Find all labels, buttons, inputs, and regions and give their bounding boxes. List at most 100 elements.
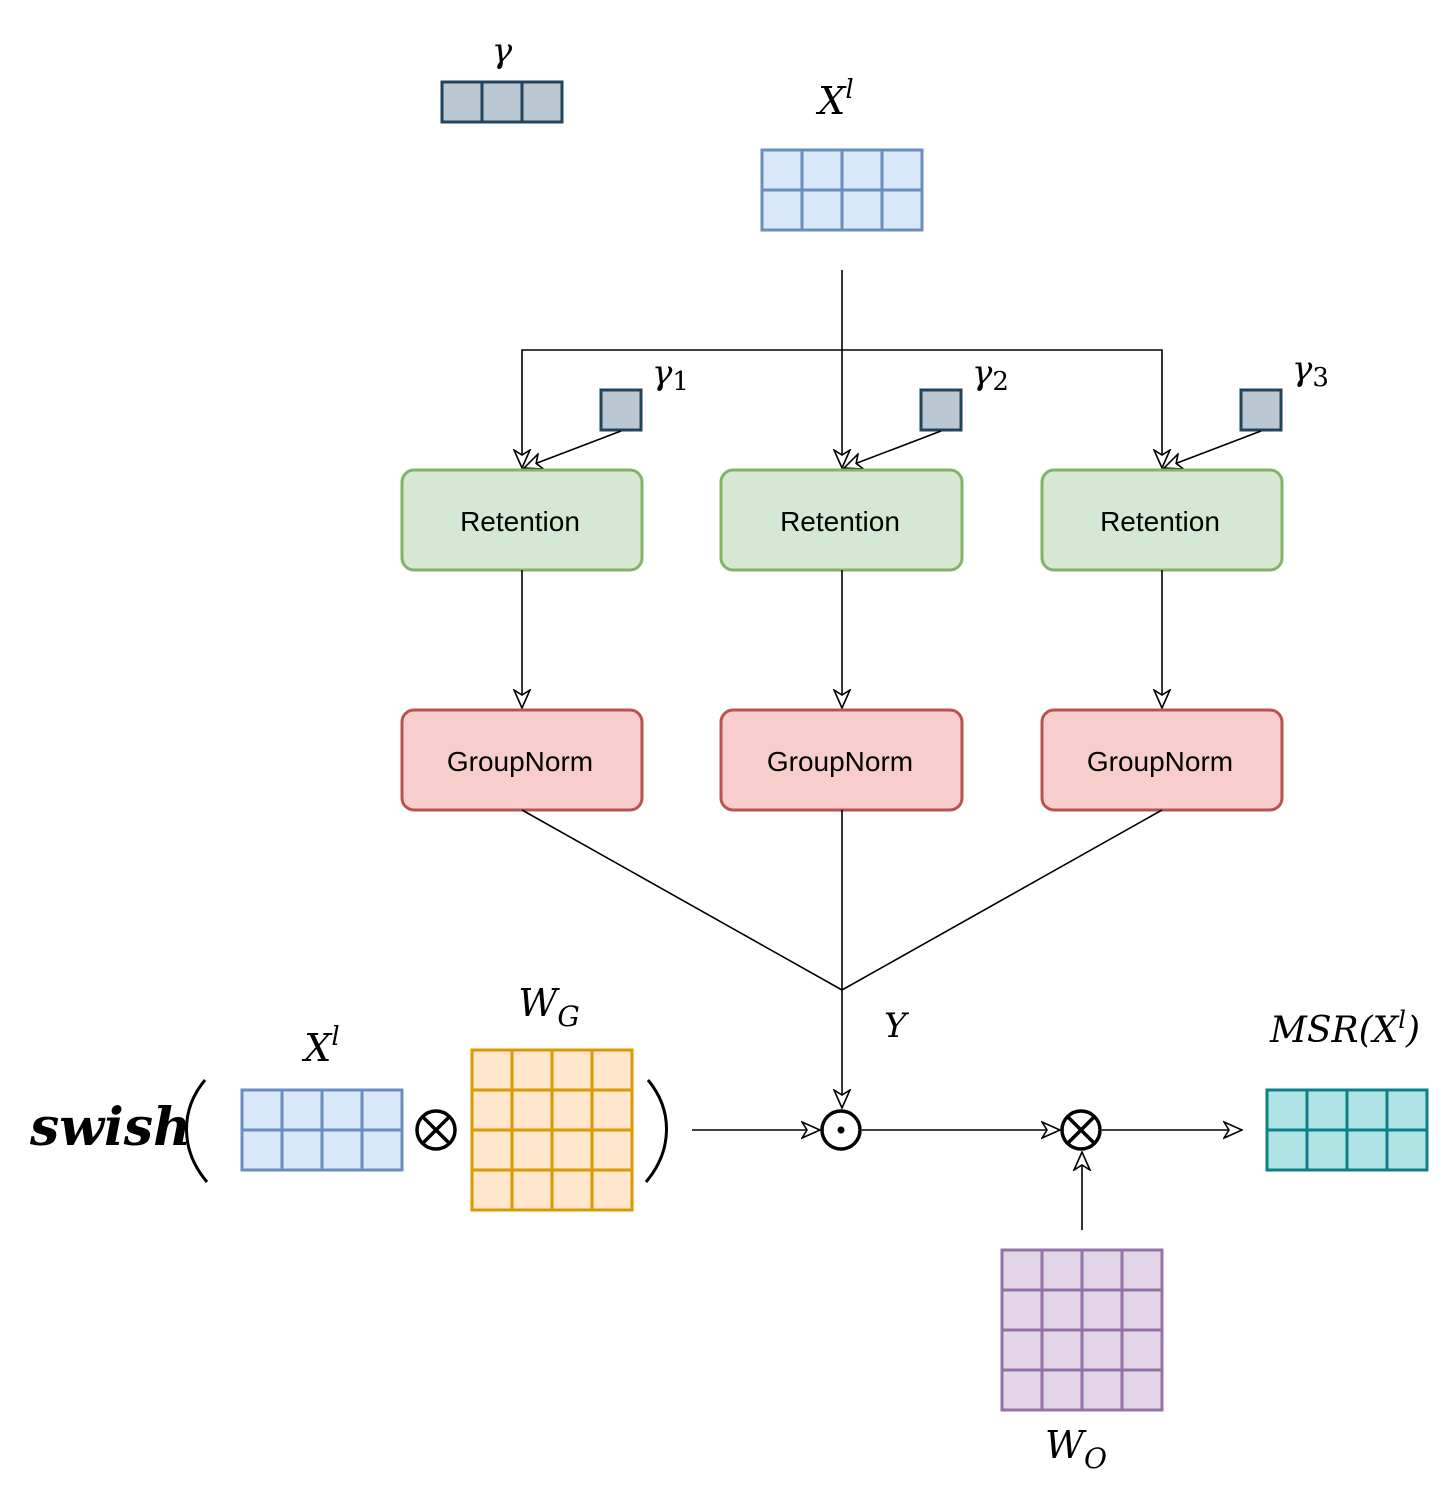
wo-weight-matrix-cell <box>1080 1288 1124 1332</box>
wo-weight-matrix-cell <box>1000 1328 1044 1372</box>
wg-weight-matrix-cell <box>470 1128 514 1172</box>
svg-text:GroupNorm: GroupNorm <box>1087 746 1233 777</box>
msr-output-matrix-cell <box>1305 1128 1349 1172</box>
x-input-matrix-cell <box>800 148 844 192</box>
msr-output-label: MSR(Xl) <box>1269 1006 1420 1051</box>
wg-weight-matrix-cell <box>470 1088 514 1132</box>
msr-output-matrix-cell <box>1305 1088 1349 1132</box>
x-input-label: Xl <box>815 75 853 123</box>
wg-weight-matrix <box>470 1048 634 1212</box>
x-input-matrix-cell <box>760 188 804 232</box>
wg-weight-matrix-cell <box>510 1088 554 1132</box>
wo-weight-matrix <box>1000 1248 1164 1412</box>
wg-weight-matrix-cell <box>550 1128 594 1172</box>
x-gate-matrix <box>240 1088 404 1172</box>
right-paren <box>644 1079 668 1183</box>
gamma-2-cell-cell <box>919 388 963 432</box>
gamma-vector-cell <box>480 80 524 124</box>
wo-weight-matrix-cell <box>1000 1248 1044 1292</box>
gamma-vector-cell <box>440 80 484 124</box>
retention-block-1: Retention <box>400 468 644 572</box>
x-gate-matrix-cell <box>240 1128 284 1172</box>
x-input-matrix <box>760 148 924 232</box>
x-gate-matrix-cell <box>320 1088 364 1132</box>
msr-output-matrix <box>1265 1088 1429 1172</box>
wo-weight-matrix-cell <box>1120 1248 1164 1292</box>
hadamard-operator <box>820 1109 862 1151</box>
wo-weight-matrix-cell <box>1040 1328 1084 1372</box>
wo-weight-matrix-cell <box>1120 1288 1164 1332</box>
wg-weight-matrix-cell <box>510 1168 554 1212</box>
gamma-1-cell <box>599 388 643 432</box>
wo-weight-matrix-cell <box>1080 1368 1124 1412</box>
gamma-2-cell <box>919 388 963 432</box>
x-gate-matrix-cell <box>280 1088 324 1132</box>
retention-to-norm-arrows <box>522 570 1162 708</box>
wg-weight-matrix-cell <box>470 1168 514 1212</box>
x-input-matrix-cell <box>840 188 884 232</box>
msr-output-matrix-cell <box>1385 1128 1429 1172</box>
x-gate-matrix-cell <box>360 1128 404 1172</box>
y-label: Y <box>884 1006 910 1046</box>
wo-weight-matrix-cell <box>1000 1368 1044 1412</box>
x-input-matrix-cell <box>840 148 884 192</box>
x-gate-label: Xl <box>301 1022 339 1070</box>
retention-block-3: Retention <box>1040 468 1284 572</box>
gamma-vector-label: γ <box>492 31 513 71</box>
wg-weight-matrix-cell <box>590 1168 634 1212</box>
wo-weight-matrix-cell <box>1000 1288 1044 1332</box>
wg-label: WG <box>518 981 579 1033</box>
wg-weight-matrix-cell <box>550 1048 594 1092</box>
gamma-vector <box>440 80 564 124</box>
wg-weight-matrix-cell <box>590 1128 634 1172</box>
left-paren <box>185 1079 209 1183</box>
wg-weight-matrix-cell <box>510 1128 554 1172</box>
msr-output-matrix-cell <box>1345 1128 1389 1172</box>
wo-weight-matrix-cell <box>1120 1328 1164 1372</box>
wo-weight-matrix-cell <box>1040 1368 1084 1412</box>
wo-label: WO <box>1045 1423 1107 1475</box>
x-gate-matrix-cell <box>360 1088 404 1132</box>
retention-block-2: Retention <box>719 468 964 572</box>
gamma-1-label: γ1 <box>652 353 689 397</box>
x-input-matrix-cell <box>880 148 924 192</box>
bottom-flow-arrows <box>692 1130 1242 1230</box>
wo-weight-matrix-cell <box>1080 1248 1124 1292</box>
wg-weight-matrix-cell <box>590 1048 634 1092</box>
gamma-2-label: γ2 <box>972 353 1009 397</box>
gamma-1-cell-cell <box>599 388 643 432</box>
svg-text:GroupNorm: GroupNorm <box>767 746 913 777</box>
wg-weight-matrix-cell <box>550 1168 594 1212</box>
gamma-3-cell-cell <box>1239 388 1283 432</box>
gamma-vector-cell <box>520 80 564 124</box>
groupnorm-block-1: GroupNorm <box>400 708 644 812</box>
wo-weight-matrix-cell <box>1080 1328 1124 1372</box>
swish-label: swish <box>29 1097 191 1158</box>
x-input-matrix-cell <box>800 188 844 232</box>
msr-output-matrix-cell <box>1265 1088 1309 1132</box>
output-matmul-operator <box>1060 1109 1102 1151</box>
wg-weight-matrix-cell <box>590 1088 634 1132</box>
wg-weight-matrix-cell <box>470 1048 514 1092</box>
gamma-3-cell <box>1239 388 1283 432</box>
input-connectors <box>522 270 1262 468</box>
wo-weight-matrix-cell <box>1120 1368 1164 1412</box>
merge-connectors <box>521 809 1163 1108</box>
x-gate-matrix-cell <box>280 1128 324 1172</box>
svg-text:Retention: Retention <box>460 506 580 537</box>
wo-weight-matrix-cell <box>1040 1288 1084 1332</box>
groupnorm-block-3: GroupNorm <box>1040 708 1284 812</box>
x-input-matrix-cell <box>760 148 804 192</box>
wo-weight-matrix-cell <box>1040 1248 1084 1292</box>
x-gate-matrix-cell <box>320 1128 364 1172</box>
x-gate-matrix-cell <box>240 1088 284 1132</box>
msr-output-matrix-cell <box>1385 1088 1429 1132</box>
msr-output-matrix-cell <box>1265 1128 1309 1172</box>
wg-weight-matrix-cell <box>550 1088 594 1132</box>
gate-matmul-operator <box>415 1109 457 1151</box>
groupnorm-block-2: GroupNorm <box>719 708 964 812</box>
wg-weight-matrix-cell <box>510 1048 554 1092</box>
x-input-matrix-cell <box>880 188 924 232</box>
gamma-3-label: γ3 <box>1292 349 1329 393</box>
